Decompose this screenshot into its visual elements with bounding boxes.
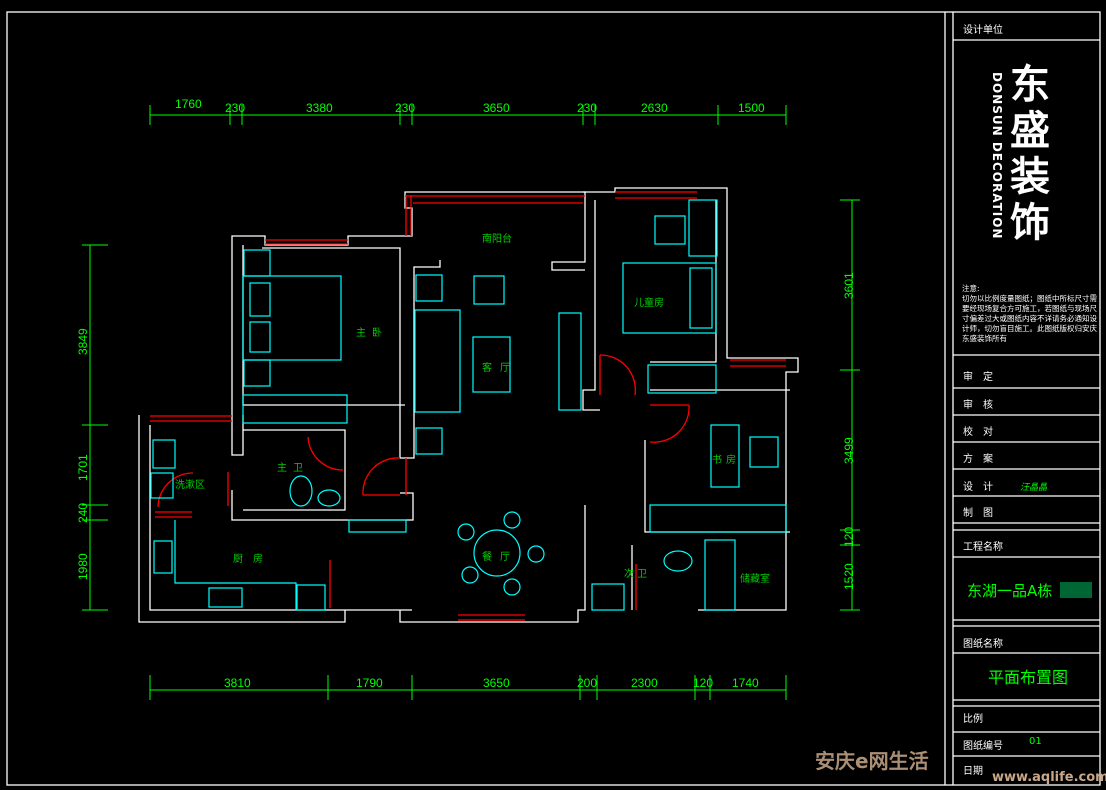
walls	[138, 187, 799, 623]
dim-top-6: 230	[577, 101, 598, 115]
dim-top-4: 230	[395, 101, 416, 115]
dim-right-4: 1520	[842, 563, 856, 590]
dim-left-3: 240	[76, 502, 90, 523]
watermark-text: 安庆e网生活	[815, 749, 929, 773]
dim-top-8: 1500	[738, 101, 765, 115]
logo-english: DONSUN DECORATION	[990, 72, 1004, 240]
number-value: 01	[1029, 736, 1042, 747]
study-wardrobe	[649, 504, 787, 533]
drawing-name: 平面布置图	[988, 668, 1069, 687]
room-second-bath: 次卫	[624, 569, 650, 580]
basin	[317, 489, 341, 507]
dim-bottom-1: 3810	[224, 676, 251, 690]
dim-bottom-5: 2300	[631, 676, 658, 690]
room-master-bedroom: 主卧	[356, 328, 388, 339]
room-storage: 储藏室	[740, 574, 770, 585]
number-label: 图纸编号	[963, 741, 1003, 752]
dim-top-5: 3650	[483, 101, 510, 115]
dim-bottom-3: 3650	[483, 676, 510, 690]
row-scheme: 方 案	[963, 454, 993, 465]
room-south-balcony: 南阳台	[482, 234, 512, 245]
room-kids: 儿童房	[634, 298, 664, 309]
redacted-block	[1060, 582, 1092, 598]
row-approve: 审 定	[963, 372, 993, 383]
notes-text: 切勿以比例度量图纸；图纸中所标尺寸需要经现场复合方可施工，若图纸与现场尺寸偏差过…	[962, 294, 1097, 343]
dim-bottom-6: 120	[693, 676, 714, 690]
room-kitchen: 厨房	[233, 554, 273, 565]
dim-bottom-2: 1790	[356, 676, 383, 690]
wardrobe	[242, 394, 348, 424]
design-unit-label: 设计单位	[963, 25, 1003, 36]
room-master-bath: 主卫	[277, 463, 309, 474]
drawing-label: 图纸名称	[963, 639, 1003, 650]
stove	[208, 587, 243, 608]
windows-doors	[150, 191, 786, 621]
project-name: 东湖一品A栋	[967, 582, 1053, 600]
logo-chinese: 东盛装饰	[1010, 61, 1050, 246]
dim-left-4: 1980	[76, 553, 90, 580]
dim-right-2: 3499	[842, 437, 856, 464]
row-check: 校 对	[963, 427, 993, 438]
master-bed	[242, 275, 342, 361]
row-review: 审 核	[963, 400, 993, 411]
room-study: 书房	[712, 455, 740, 466]
study-desk	[710, 424, 740, 488]
tv-cabinet	[558, 312, 582, 411]
dim-left-1: 3849	[76, 328, 90, 355]
designer-name: 汪晶晶	[1020, 483, 1048, 493]
notes-title: 注意:	[962, 284, 980, 293]
row-drafting: 制 图	[963, 508, 993, 519]
dim-top-3: 3380	[306, 101, 333, 115]
dim-right-1: 3601	[842, 272, 856, 299]
dimension-lines	[82, 105, 860, 700]
dim-left-2: 1701	[76, 454, 90, 481]
dim-top-1: 1760	[175, 97, 202, 111]
sofa	[414, 309, 461, 413]
dim-top-2: 230	[225, 101, 246, 115]
kids-bed	[622, 262, 717, 334]
desk-chair	[654, 215, 686, 245]
toilet	[289, 475, 313, 507]
watermark-url: www.aqlife.com	[992, 770, 1106, 785]
dim-bottom-7: 1740	[732, 676, 759, 690]
title-block-rows	[953, 39, 1100, 757]
dim-top-7: 2630	[641, 101, 668, 115]
frame	[6, 11, 1101, 786]
room-living: 客厅	[482, 363, 518, 374]
dim-right-3: 120	[842, 526, 856, 547]
room-wash-area: 洗漱区	[175, 480, 205, 491]
furniture	[150, 199, 787, 611]
date-label: 日期	[963, 766, 983, 777]
dim-bottom-4: 200	[577, 676, 598, 690]
row-design: 设 计	[963, 482, 993, 493]
dining-table	[473, 529, 521, 577]
armchair	[473, 275, 505, 305]
room-dining: 餐厅	[482, 552, 518, 563]
scale-label: 比例	[963, 714, 983, 725]
notes: 注意: 切勿以比例度量图纸；图纸中所标尺寸需要经现场复合方可施工，若图纸与现场尺…	[962, 284, 1098, 344]
coffee-table	[472, 336, 511, 393]
project-label: 工程名称	[963, 542, 1003, 553]
